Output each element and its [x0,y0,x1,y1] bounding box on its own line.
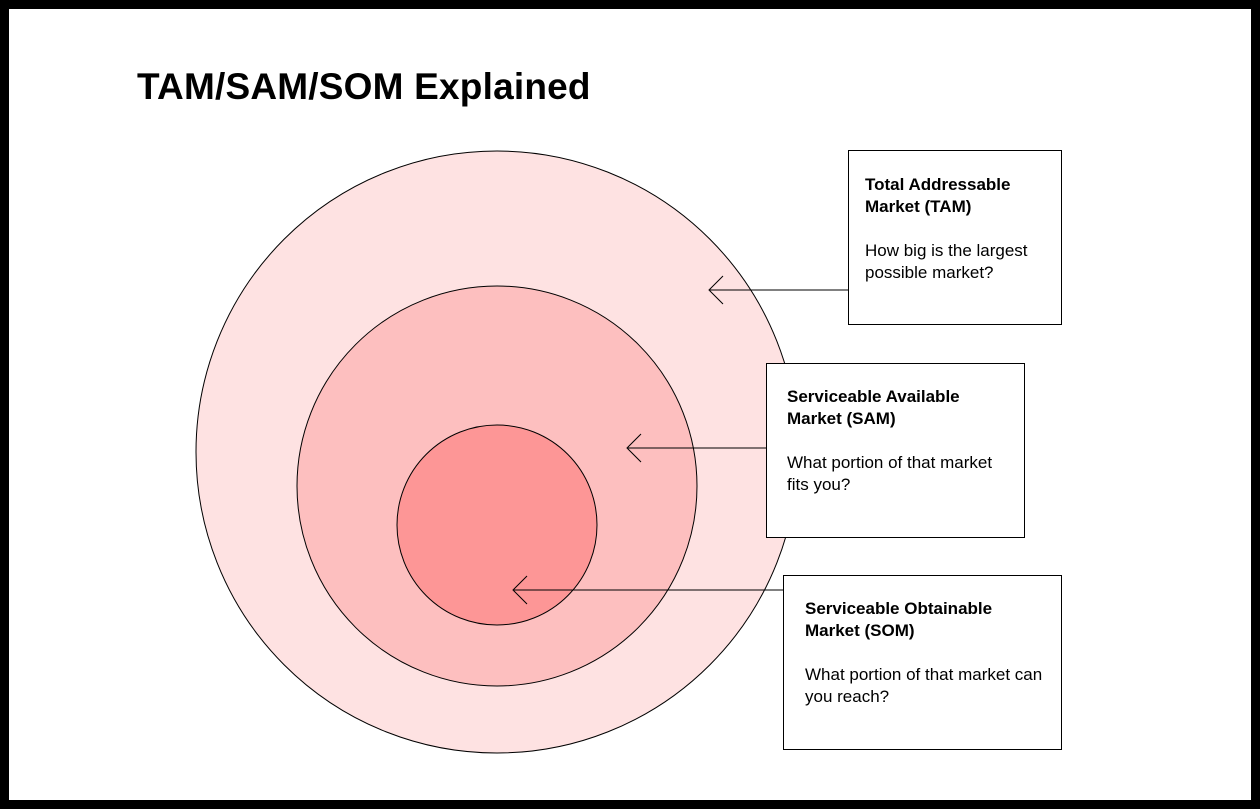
page-title: TAM/SAM/SOM Explained [137,66,591,107]
som-question: What portion of that market can you reac… [805,665,1043,706]
som-circle [396,424,598,626]
sam-heading: Serviceable Available Market (SAM) [787,387,960,428]
sam-question: What portion of that market fits you? [787,453,993,494]
sam-label-box: Serviceable Available Market (SAM) What … [766,363,1025,538]
som-label-box: Serviceable Obtainable Market (SOM) What… [783,575,1062,750]
tam-arrow [708,275,848,305]
sam-arrow [626,433,766,463]
som-arrow [512,575,783,605]
tam-heading: Total Addressable Market (TAM) [865,175,1011,216]
tam-question: How big is the largest possible market? [865,241,1028,282]
som-heading: Serviceable Obtainable Market (SOM) [805,599,993,640]
tam-label-box: Total Addressable Market (TAM) How big i… [848,150,1062,325]
